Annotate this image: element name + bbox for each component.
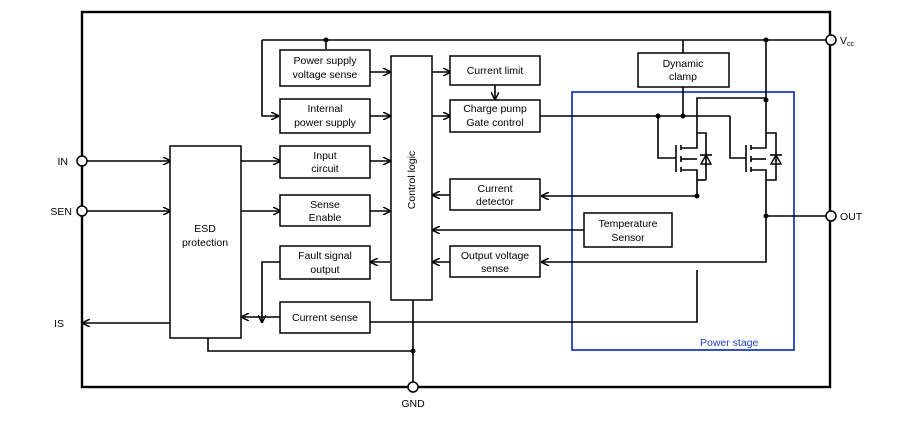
svg-text:circuit: circuit [311,163,339,175]
chip-outline [80,10,832,389]
svg-text:IN: IN [58,156,69,168]
svg-text:Charge pump: Charge pump [463,103,527,115]
pin-out: OUT [825,210,863,223]
block-esd-protection: ESD protection [169,145,242,339]
block-fault-signal-output: Fault signal output [279,245,371,280]
svg-text:cc: cc [847,41,855,48]
svg-text:IS: IS [54,318,64,330]
svg-text:V: V [840,35,847,47]
svg-text:protection: protection [182,237,228,249]
svg-text:Power supply: Power supply [293,55,357,67]
block-current-detector: Current detector [449,178,541,211]
block-input-circuit: Input circuit [279,145,371,179]
block-current-sense: Current sense [279,301,371,334]
pin-vcc: V cc [825,34,855,48]
svg-text:Internal: Internal [307,103,342,115]
svg-text:Dynamic: Dynamic [663,58,704,70]
block-internal-power-supply: Internal power supply [279,98,371,134]
power-stage-label: Power stage [700,337,759,349]
svg-text:Sensor: Sensor [611,232,645,244]
block-dynamic-clamp: Dynamic clamp [637,52,730,88]
svg-text:Output voltage: Output voltage [461,250,529,262]
pin-is: IS [54,318,64,330]
block-temperature-sensor: Temperature Sensor [583,212,673,248]
svg-text:power supply: power supply [294,117,357,129]
svg-text:Current: Current [477,183,512,195]
block-power-supply-voltage-sense: Power supply voltage sense [279,49,371,87]
svg-text:Current sense: Current sense [292,312,358,324]
svg-text:Fault signal: Fault signal [298,250,352,262]
svg-text:Current limit: Current limit [467,65,524,77]
block-sense-enable: Sense Enable [279,194,371,227]
svg-text:SEN: SEN [50,206,72,218]
svg-text:clamp: clamp [669,71,697,83]
svg-text:Sense: Sense [310,199,340,211]
block-control-logic: Control logic [390,55,433,301]
svg-text:Temperature: Temperature [599,218,658,230]
block-current-limit: Current limit [449,55,541,86]
svg-text:Input: Input [313,150,336,162]
block-output-voltage-sense: Output voltage sense [449,245,541,278]
svg-text:GND: GND [401,398,425,410]
svg-text:OUT: OUT [840,211,863,223]
pin-in: IN [58,155,88,168]
svg-text:detector: detector [476,196,514,208]
svg-text:ESD: ESD [194,223,216,235]
svg-text:output: output [310,264,339,276]
svg-text:voltage sense: voltage sense [293,69,358,81]
pin-gnd: GND [401,381,425,410]
pin-sen: SEN [50,205,88,218]
svg-text:Enable: Enable [309,212,342,224]
block-charge-pump-gate-control: Charge pump Gate control [449,99,541,133]
svg-text:Gate control: Gate control [466,117,523,129]
svg-text:Control logic: Control logic [406,151,418,209]
svg-text:sense: sense [481,263,509,275]
